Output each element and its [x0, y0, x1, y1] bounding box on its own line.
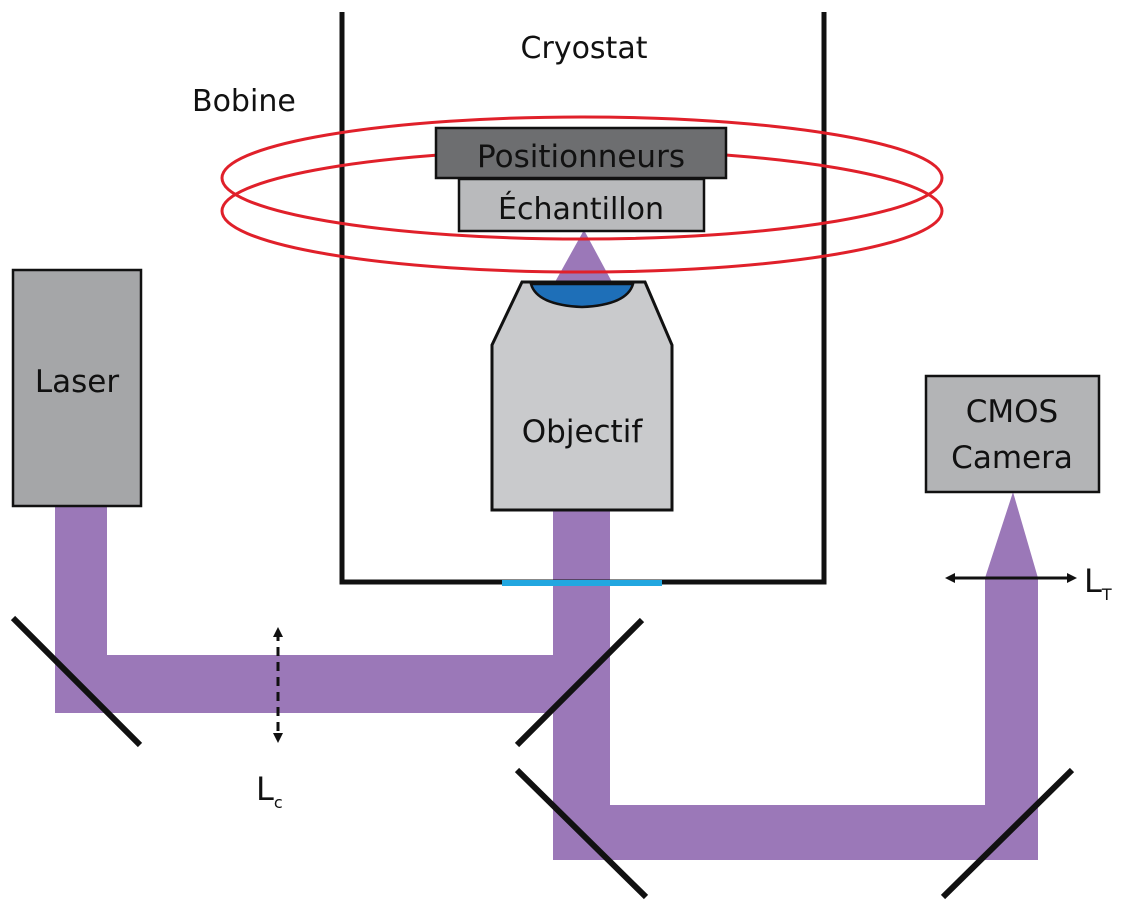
positioners-label: Positionneurs: [477, 139, 685, 175]
objective: Objectif: [490, 280, 674, 512]
sample-stage: Positionneurs Échantillon: [434, 126, 728, 233]
beam-camera-cone: [985, 492, 1038, 578]
mirror-1: [10, 615, 143, 748]
beam-horizontal-bottom: [553, 805, 1038, 860]
cryostat: Cryostat: [339, 12, 827, 586]
camera-label-line2: Camera: [951, 440, 1073, 476]
laser: Laser: [11, 268, 143, 508]
lens-t: LT: [945, 562, 1112, 604]
positioners-box: [434, 126, 728, 180]
mirrors: [10, 615, 1075, 900]
beam-sample-cone: [555, 230, 612, 282]
beam-objective-down: [553, 510, 610, 860]
coil-ring-upper: [220, 115, 944, 241]
cryostat-label: Cryostat: [521, 31, 648, 66]
beam-path: [55, 230, 1038, 860]
lens-c: Lc: [256, 627, 283, 812]
beam-horizontal-top: [55, 655, 610, 713]
mirror-4: [940, 767, 1075, 900]
coil-label: Bobine: [192, 84, 296, 119]
camera-label-line1: CMOS: [966, 394, 1058, 430]
laser-label: Laser: [35, 364, 119, 400]
objective-body: [490, 280, 674, 512]
sample-label: Échantillon: [498, 191, 664, 227]
camera: CMOS Camera: [924, 374, 1101, 494]
mirror-2: [514, 617, 645, 748]
sample-box: [457, 177, 706, 233]
lens-t-label: LT: [1084, 562, 1112, 604]
objective-label: Objectif: [522, 414, 644, 450]
objective-lens: [529, 282, 635, 309]
beam-camera-up: [985, 578, 1038, 860]
camera-box: [924, 374, 1101, 494]
mirror-3: [514, 767, 649, 900]
laser-box: [11, 268, 143, 508]
lens-c-label: Lc: [256, 770, 283, 812]
